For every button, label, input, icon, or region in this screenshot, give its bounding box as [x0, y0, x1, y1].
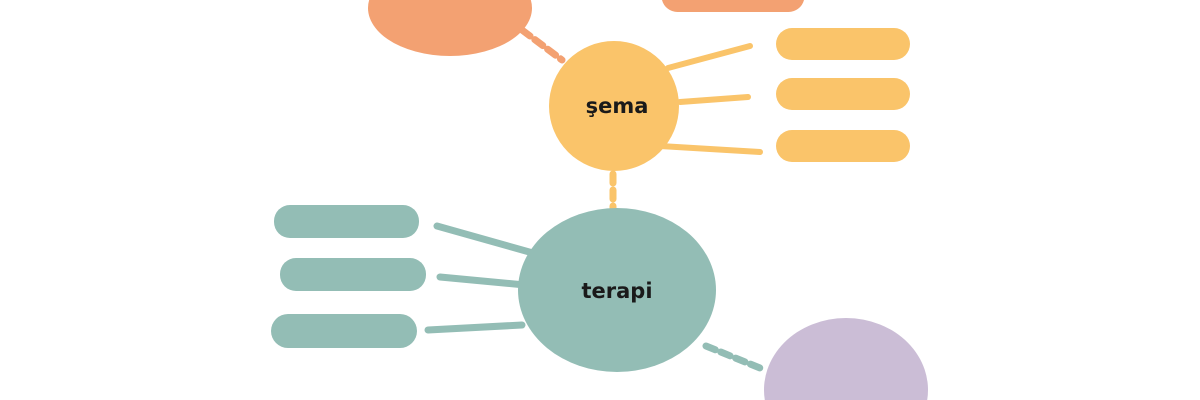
orange-connector — [518, 26, 566, 64]
purple-connector — [702, 342, 764, 372]
orange-node — [368, 0, 532, 57]
sema-bar-3 — [776, 130, 910, 162]
terapi-branch-3 — [424, 321, 526, 334]
sema-label: şema — [585, 94, 649, 118]
terapi-node — [518, 208, 716, 372]
terapi-label: terapi — [581, 279, 653, 303]
sema-bar-2 — [776, 78, 910, 110]
purple-node — [764, 317, 928, 400]
terapi-bar-2 — [280, 258, 426, 291]
terapi-bar-1 — [274, 205, 419, 238]
sema-bar-1 — [776, 28, 910, 60]
sema-branch-2 — [677, 94, 751, 105]
sema-branch-3 — [657, 143, 763, 155]
terapi-branch-1 — [433, 222, 544, 259]
terapi-bar-3 — [271, 314, 417, 348]
orange-bar — [662, 0, 804, 13]
terapi-branch-2 — [436, 273, 529, 289]
sema-node — [549, 41, 679, 171]
sema-branch-1 — [665, 43, 753, 71]
